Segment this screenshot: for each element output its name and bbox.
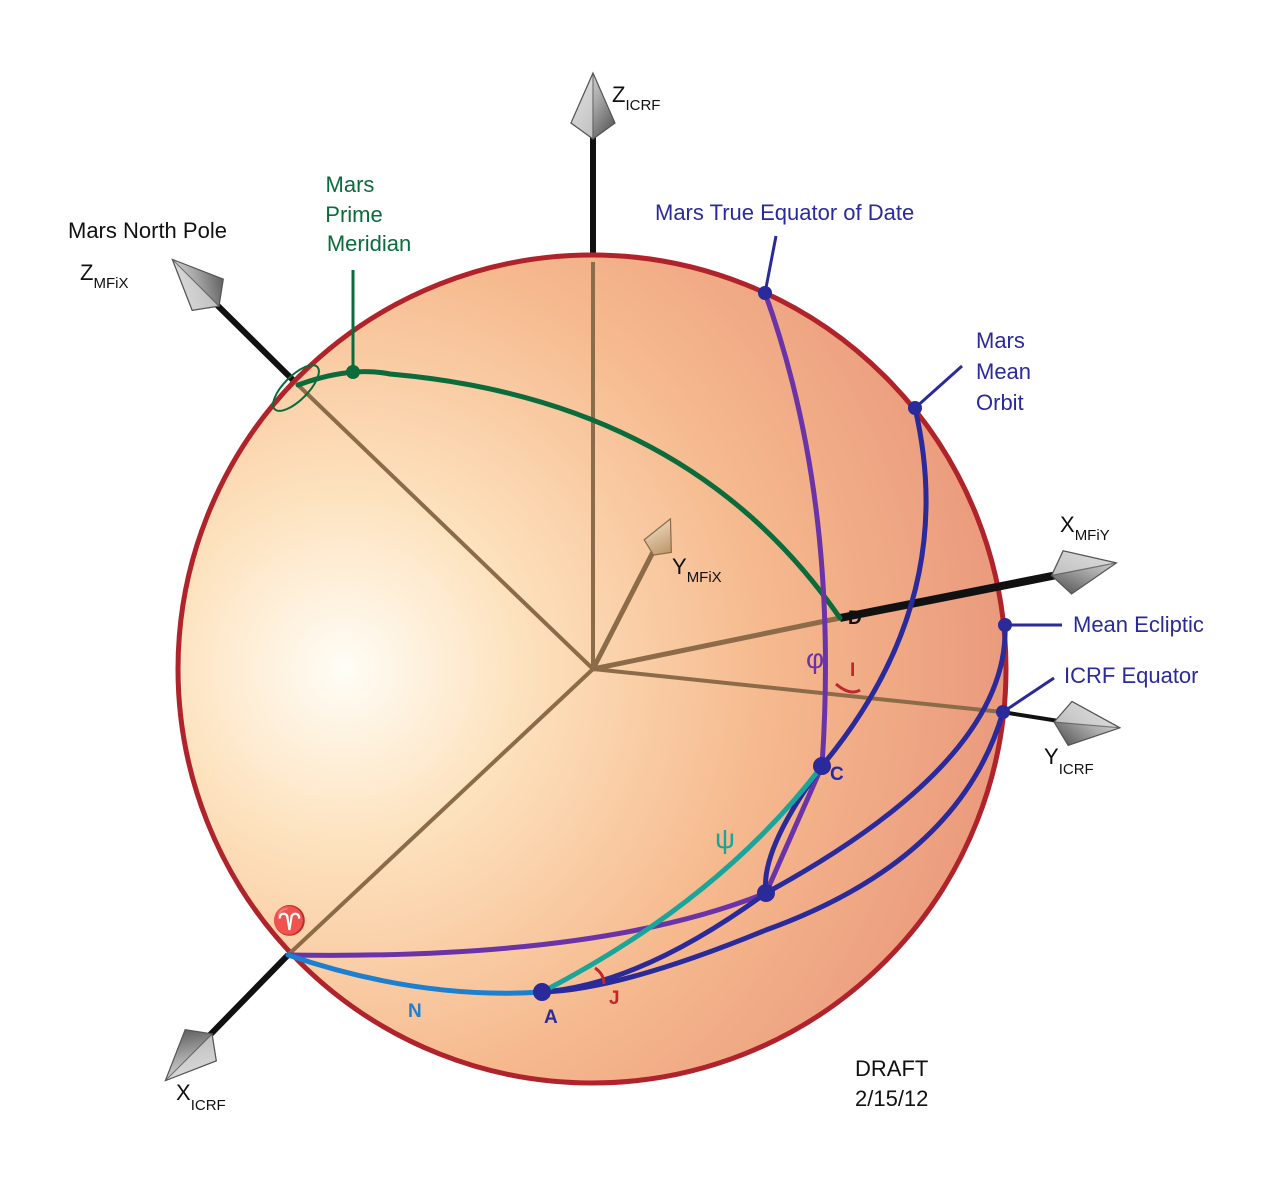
true-equator-label: Mars True Equator of Date [655,200,914,225]
external-axes [202,135,1066,1043]
x-icrf-axis-outer [202,952,291,1043]
angle-j-mark [594,966,606,985]
y-icrf-arrow-icon [1052,700,1122,747]
pole-ring [272,364,320,412]
mean-orbit-end-dot [908,401,922,415]
x-icrf-axis-inner [286,667,595,957]
phi-label: φ [806,643,824,674]
point-n-label: N [408,1001,422,1022]
draft-stamp-line1: DRAFT [855,1056,928,1081]
x-mfiy-axis-inner [592,615,841,672]
angle-i-mark [835,682,861,694]
x-mfiy-label: XMFiY [1060,512,1110,544]
z-mfix-axis-inner [296,383,595,671]
true-equator-curve [285,290,828,958]
true-equator-end-dot [758,286,772,300]
curve-labels: Mars Prime Meridian Mars True Equator of… [325,172,1204,688]
x-mfiy-axis-outer [839,570,1063,622]
mean-orbit-label-line3: Orbit [976,390,1024,415]
z-icrf-arrow-icon [570,71,616,141]
point-labels: D C A N J I φ ψ ♈ [272,608,862,1028]
draft-stamp-line2: 2/15/12 [855,1086,928,1111]
point-markers [346,286,1012,1001]
x-icrf-label: XICRF [176,1080,226,1114]
psi-label: ψ [715,823,735,854]
true-equator-leader [763,235,778,294]
prime-meridian-label-line3: Meridian [327,231,411,256]
point-c-dot [813,757,831,775]
icrf-equator-end-dot [996,705,1010,719]
node-arc-curve [285,952,545,996]
prime-meridian-dot [346,365,360,379]
prime-meridian-label-line1: Mars [326,172,375,197]
x-mfiy-arrow-icon [1050,550,1118,595]
mean-orbit-curve [762,405,929,896]
mean-orbit-leader [914,364,963,410]
point-b-dot [757,884,775,902]
y-icrf-axis-outer [1001,710,1066,724]
angle-j-label: J [609,988,620,1009]
point-d-label: D [848,608,862,629]
z-mfix-label: ZMFiX [80,260,128,292]
x-icrf-arrow-icon [164,1029,217,1082]
mean-orbit-label-line2: Mean [976,359,1031,384]
mean-ecliptic-curve [539,622,1008,995]
y-mfix-arrow-icon [643,517,672,556]
y-mfix-label: YMFiX [672,554,722,586]
y-mfix-axis-inner [590,550,656,671]
draft-stamp: DRAFT 2/15/12 [855,1056,928,1111]
icrf-equator-leader [1002,676,1055,714]
y-icrf-label: YICRF [1044,744,1094,778]
axis-arrowheads [164,71,1122,1082]
aries-symbol: ♈ [272,904,307,937]
z-mfix-axis-outer [209,297,301,388]
angle-i-label: I [850,660,855,681]
z-icrf-label: ZICRF [612,82,660,114]
mean-ecliptic-end-dot [998,618,1012,632]
point-a-dot [533,983,551,1001]
psi-arc-curve [539,763,825,995]
mars-north-pole-label: Mars North Pole [68,218,227,243]
interior-axes [286,262,1003,957]
z-mfix-arrow-icon [171,258,224,311]
axis-labels: ZICRF Mars North Pole ZMFiX YMFiX XMFiY … [68,82,1110,1114]
prime-meridian-label-line2: Prime [325,202,382,227]
icrf-equator-label: ICRF Equator [1064,663,1199,688]
point-c-label: C [830,764,844,785]
point-a-label: A [544,1007,558,1028]
leaders [763,235,1062,714]
mean-ecliptic-label: Mean Ecliptic [1073,612,1204,637]
mean-orbit-label-line1: Mars [976,328,1025,353]
y-icrf-axis-inner [592,667,1003,714]
